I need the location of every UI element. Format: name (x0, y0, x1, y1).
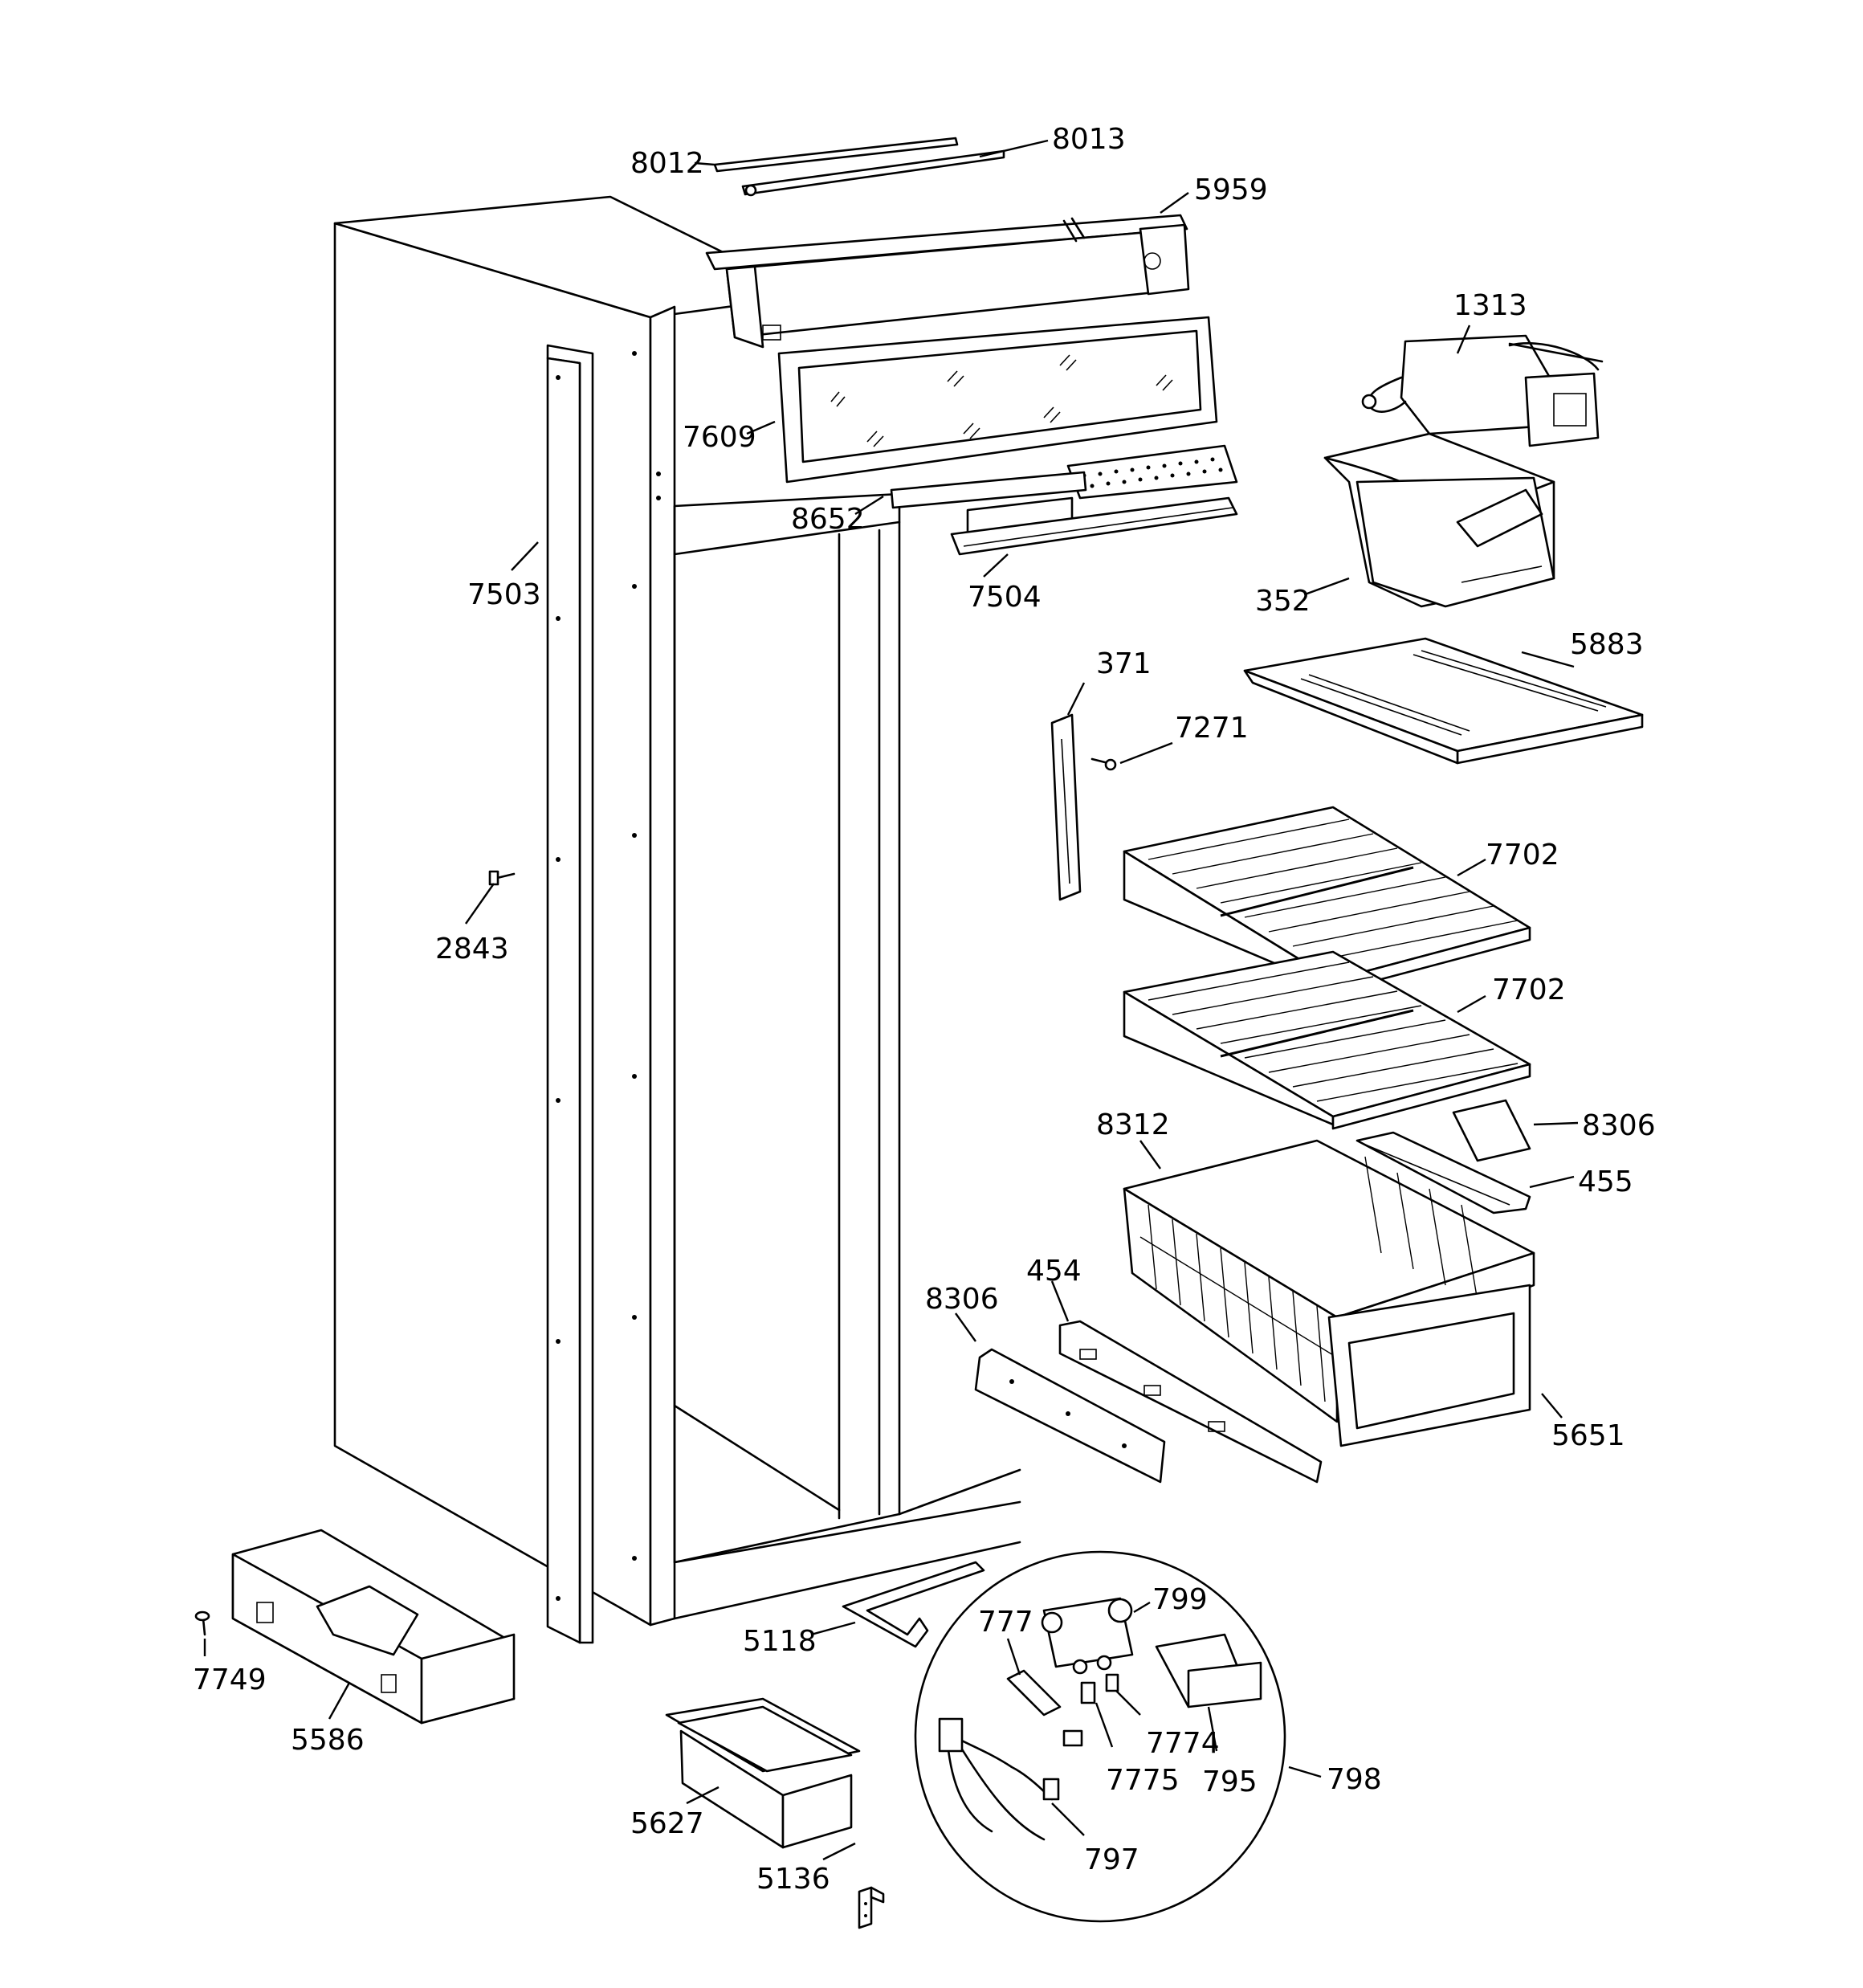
label-7775: 7775 (1106, 1764, 1180, 1797)
label-455: 455 (1578, 1165, 1633, 1198)
pin-7749 (194, 1610, 210, 1636)
label-7774: 7774 (1146, 1727, 1220, 1760)
wire-shelf-7702-lower (1123, 950, 1531, 1130)
label-7504: 7504 (968, 581, 1042, 614)
label-8012: 8012 (630, 147, 704, 180)
label-795: 795 (1202, 1766, 1258, 1798)
glass-panel-7609 (777, 316, 1218, 484)
slide-8306-lower (974, 1348, 1166, 1484)
label-5651: 5651 (1551, 1419, 1625, 1452)
shelf-5883 (1243, 637, 1644, 765)
label-7609: 7609 (683, 421, 756, 454)
ice-maker-1313 (1361, 334, 1604, 447)
part-labels: 8012 8013 5959 1313 7609 8652 7503 7504 … (193, 123, 1656, 1896)
label-799: 799 (1152, 1583, 1208, 1616)
label-5118: 5118 (743, 1625, 817, 1658)
label-7702-upper: 7702 (1486, 839, 1559, 872)
wire-handle-5118 (842, 1561, 985, 1648)
leader-lines (203, 139, 1579, 1861)
label-7749: 7749 (193, 1663, 267, 1696)
wire-shelf-7702-upper (1123, 806, 1531, 994)
label-8013: 8013 (1052, 123, 1126, 156)
channel-5959 (705, 214, 1190, 349)
label-5883: 5883 (1570, 628, 1644, 661)
drawer-front-5651 (1327, 1284, 1531, 1447)
rail-455 (1355, 1131, 1531, 1214)
label-777: 777 (978, 1606, 1033, 1639)
tray-5627 (665, 1697, 861, 1849)
slide-8306-upper (1452, 1099, 1531, 1162)
bracket-5136 (858, 1886, 885, 1929)
label-2843: 2843 (435, 933, 509, 965)
label-1313: 1313 (1453, 289, 1527, 322)
trim-strip-7503 (546, 344, 594, 1644)
label-797: 797 (1084, 1843, 1139, 1876)
label-5586: 5586 (291, 1724, 365, 1757)
label-7503: 7503 (467, 578, 541, 611)
label-5627: 5627 (630, 1807, 704, 1840)
drawer-slide-454 (1058, 1320, 1323, 1484)
top-strips (713, 137, 1005, 197)
vent-panel (890, 444, 1238, 556)
label-8652: 8652 (791, 503, 865, 536)
label-7271: 7271 (1175, 712, 1249, 745)
screw-7271 (1090, 757, 1117, 771)
label-371: 371 (1096, 647, 1152, 680)
ice-bucket-352 (1323, 432, 1555, 608)
label-352: 352 (1255, 585, 1311, 618)
label-5959: 5959 (1194, 173, 1268, 206)
label-5136: 5136 (756, 1863, 830, 1896)
label-8306-lower: 8306 (925, 1283, 999, 1316)
rail-371 (1050, 713, 1082, 901)
label-8312: 8312 (1096, 1108, 1170, 1141)
label-798: 798 (1327, 1763, 1382, 1796)
water-valve-assembly (914, 1550, 1286, 1923)
label-7702-lower: 7702 (1492, 974, 1566, 1006)
label-8306-upper: 8306 (1582, 1109, 1656, 1142)
label-454: 454 (1026, 1255, 1082, 1288)
box-5586 (231, 1529, 516, 1725)
